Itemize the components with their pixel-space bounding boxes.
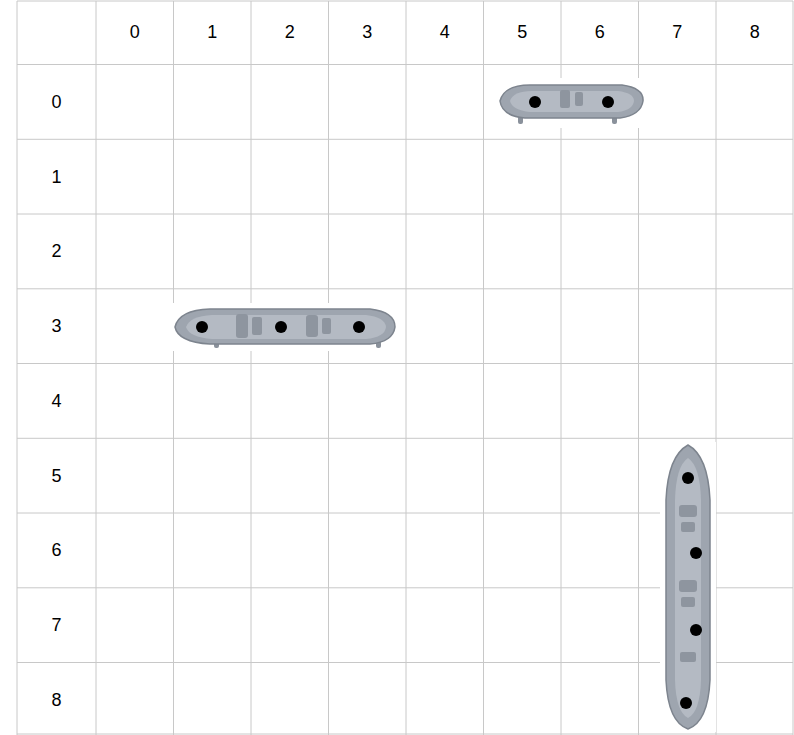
- ship-large: [660, 442, 716, 732]
- row-header: 3: [51, 317, 61, 335]
- ship-small: [497, 78, 647, 128]
- row-header: 8: [51, 691, 61, 709]
- row-header: 2: [51, 242, 61, 260]
- column-header: 6: [595, 23, 605, 41]
- row-header: 7: [51, 616, 61, 634]
- row-header: 5: [51, 467, 61, 485]
- column-header: 7: [672, 23, 682, 41]
- column-header: 5: [517, 23, 527, 41]
- column-header: 0: [130, 23, 140, 41]
- row-header: 0: [51, 93, 61, 111]
- ship-medium: [173, 303, 398, 351]
- column-header: 4: [440, 23, 450, 41]
- column-header: 3: [362, 23, 372, 41]
- row-header: 6: [51, 541, 61, 559]
- row-header: 1: [51, 168, 61, 186]
- column-header: 8: [750, 23, 760, 41]
- grid-lines: [17, 1, 793, 735]
- column-header: 2: [285, 23, 295, 41]
- row-header: 4: [51, 392, 61, 410]
- column-header: 1: [207, 23, 217, 41]
